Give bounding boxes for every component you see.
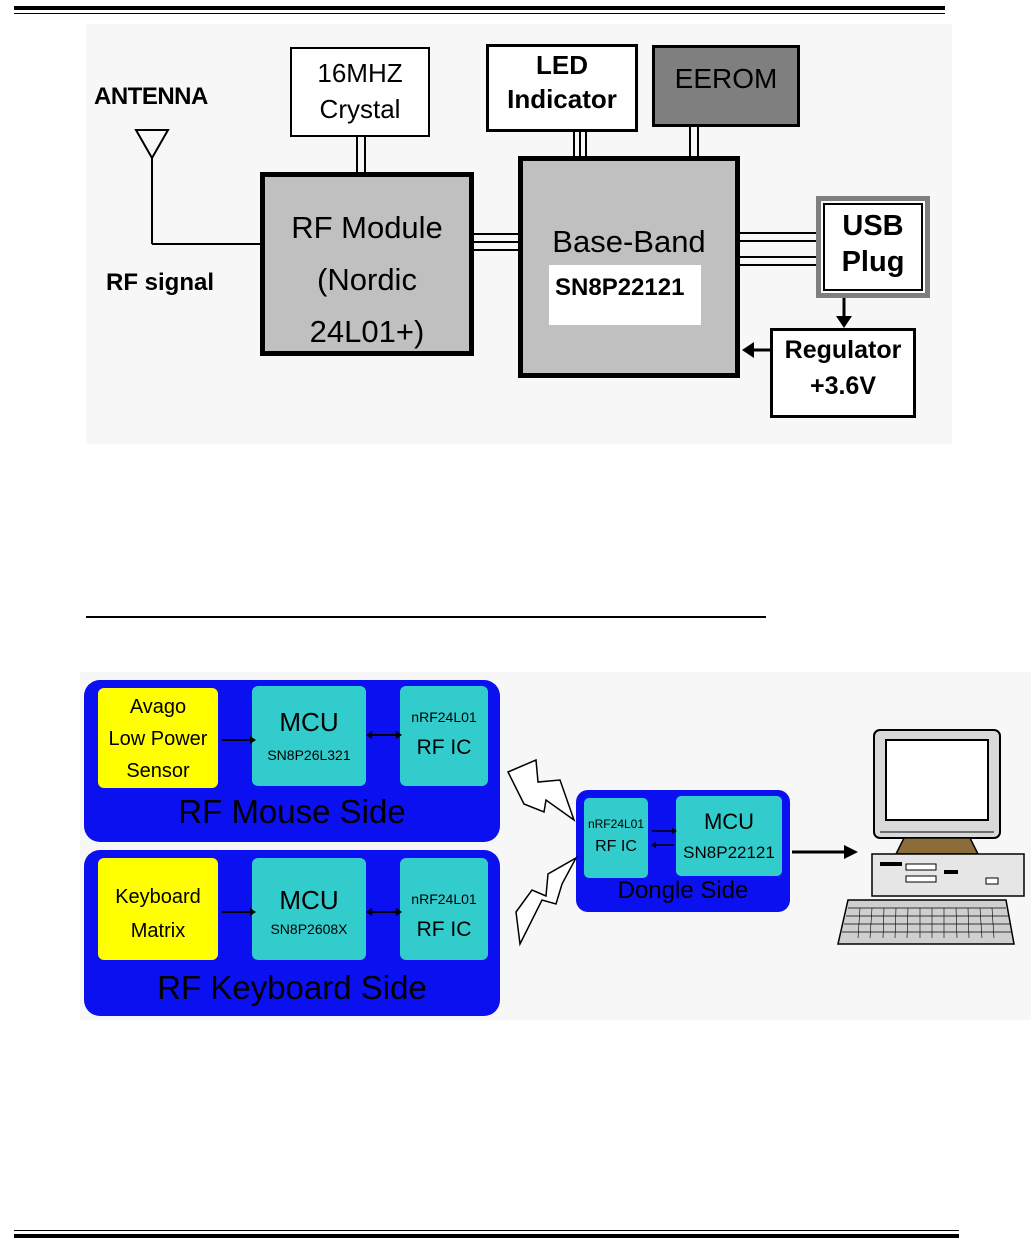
wireless-bolt-lower-icon <box>516 858 576 944</box>
computer-icon <box>836 728 1026 954</box>
wireless-bolt-upper-icon <box>508 760 574 820</box>
